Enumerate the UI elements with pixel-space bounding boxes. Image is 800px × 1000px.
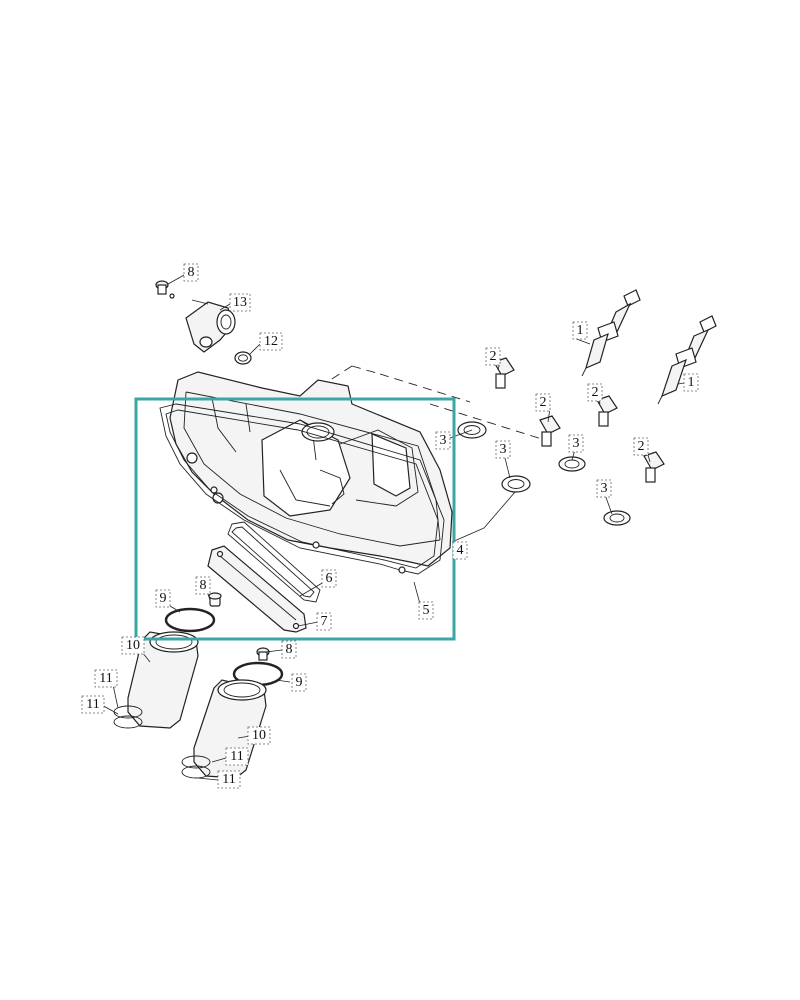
svg-text:1: 1 — [688, 375, 695, 390]
callout-1: 1 — [683, 373, 699, 392]
svg-text:8: 8 — [188, 265, 195, 280]
callout-6: 6 — [321, 569, 337, 588]
callout-2: 2 — [633, 437, 649, 456]
callout-3: 3 — [435, 431, 451, 450]
callout-11: 11 — [94, 669, 118, 688]
bolt-8-top — [155, 280, 175, 299]
rings-11-right — [181, 755, 211, 779]
spark-plug-right — [657, 315, 717, 405]
callout-3: 3 — [568, 434, 584, 453]
valve-cover — [169, 371, 453, 567]
callout-2: 2 — [485, 347, 501, 366]
callout-10: 10 — [247, 726, 271, 745]
bolt-2d — [643, 451, 665, 483]
svg-text:2: 2 — [592, 385, 599, 400]
svg-text:12: 12 — [264, 334, 278, 349]
svg-text:9: 9 — [160, 591, 167, 606]
callout-8: 8 — [195, 576, 211, 595]
callout-10: 10 — [121, 636, 145, 655]
svg-text:11: 11 — [86, 697, 99, 712]
bolt-8-bottom — [256, 647, 270, 661]
callout-13: 13 — [229, 293, 251, 312]
svg-text:6: 6 — [326, 571, 333, 586]
svg-text:13: 13 — [233, 295, 247, 310]
svg-text:2: 2 — [490, 349, 497, 364]
svg-text:1: 1 — [577, 323, 584, 338]
callout-labels: 8 13 12 1 1 2 2 2 2 3 3 3 3 4 5 6 7 8 8 … — [81, 263, 699, 789]
svg-text:11: 11 — [230, 749, 243, 764]
callout-5: 5 — [418, 601, 434, 620]
svg-text:5: 5 — [423, 603, 430, 618]
svg-text:8: 8 — [200, 578, 207, 593]
washer-3b — [501, 475, 531, 493]
alignment-lines — [317, 365, 546, 441]
breather-gasket — [227, 521, 321, 603]
svg-text:2: 2 — [638, 439, 645, 454]
callout-8: 8 — [281, 640, 297, 659]
callout-11: 11 — [81, 695, 105, 714]
svg-text:3: 3 — [573, 436, 580, 451]
svg-text:2: 2 — [540, 395, 547, 410]
callout-2: 2 — [587, 383, 603, 402]
bolt-8-inner — [208, 592, 222, 607]
callout-11: 11 — [217, 770, 241, 789]
callout-8: 8 — [183, 263, 199, 282]
svg-text:10: 10 — [126, 638, 140, 653]
callout-3: 3 — [495, 440, 511, 459]
callout-9: 9 — [291, 673, 307, 692]
callout-9: 9 — [155, 589, 171, 608]
cover-gasket — [159, 403, 445, 575]
spark-plug-left — [581, 289, 641, 377]
o-ring-9-left — [164, 607, 216, 633]
svg-text:4: 4 — [457, 543, 464, 558]
bolt-2b — [539, 415, 561, 447]
callout-11: 11 — [225, 747, 249, 766]
callout-7: 7 — [316, 612, 332, 631]
highlight-box — [134, 397, 456, 641]
callout-4: 4 — [452, 541, 468, 560]
bolts-2 — [493, 357, 665, 483]
svg-text:8: 8 — [286, 642, 293, 657]
callout-3: 3 — [596, 479, 612, 498]
washer-12 — [234, 351, 252, 365]
washer-3d — [603, 510, 631, 526]
svg-text:3: 3 — [440, 433, 447, 448]
callout-12: 12 — [259, 332, 283, 351]
callout-2: 2 — [535, 393, 551, 412]
breather-fitting — [185, 299, 236, 353]
svg-text:10: 10 — [252, 728, 266, 743]
svg-text:11: 11 — [99, 671, 112, 686]
svg-text:3: 3 — [601, 481, 608, 496]
callout-1: 1 — [572, 321, 588, 340]
svg-text:3: 3 — [500, 442, 507, 457]
svg-text:9: 9 — [296, 675, 303, 690]
svg-text:11: 11 — [222, 772, 235, 787]
svg-text:7: 7 — [321, 614, 328, 629]
